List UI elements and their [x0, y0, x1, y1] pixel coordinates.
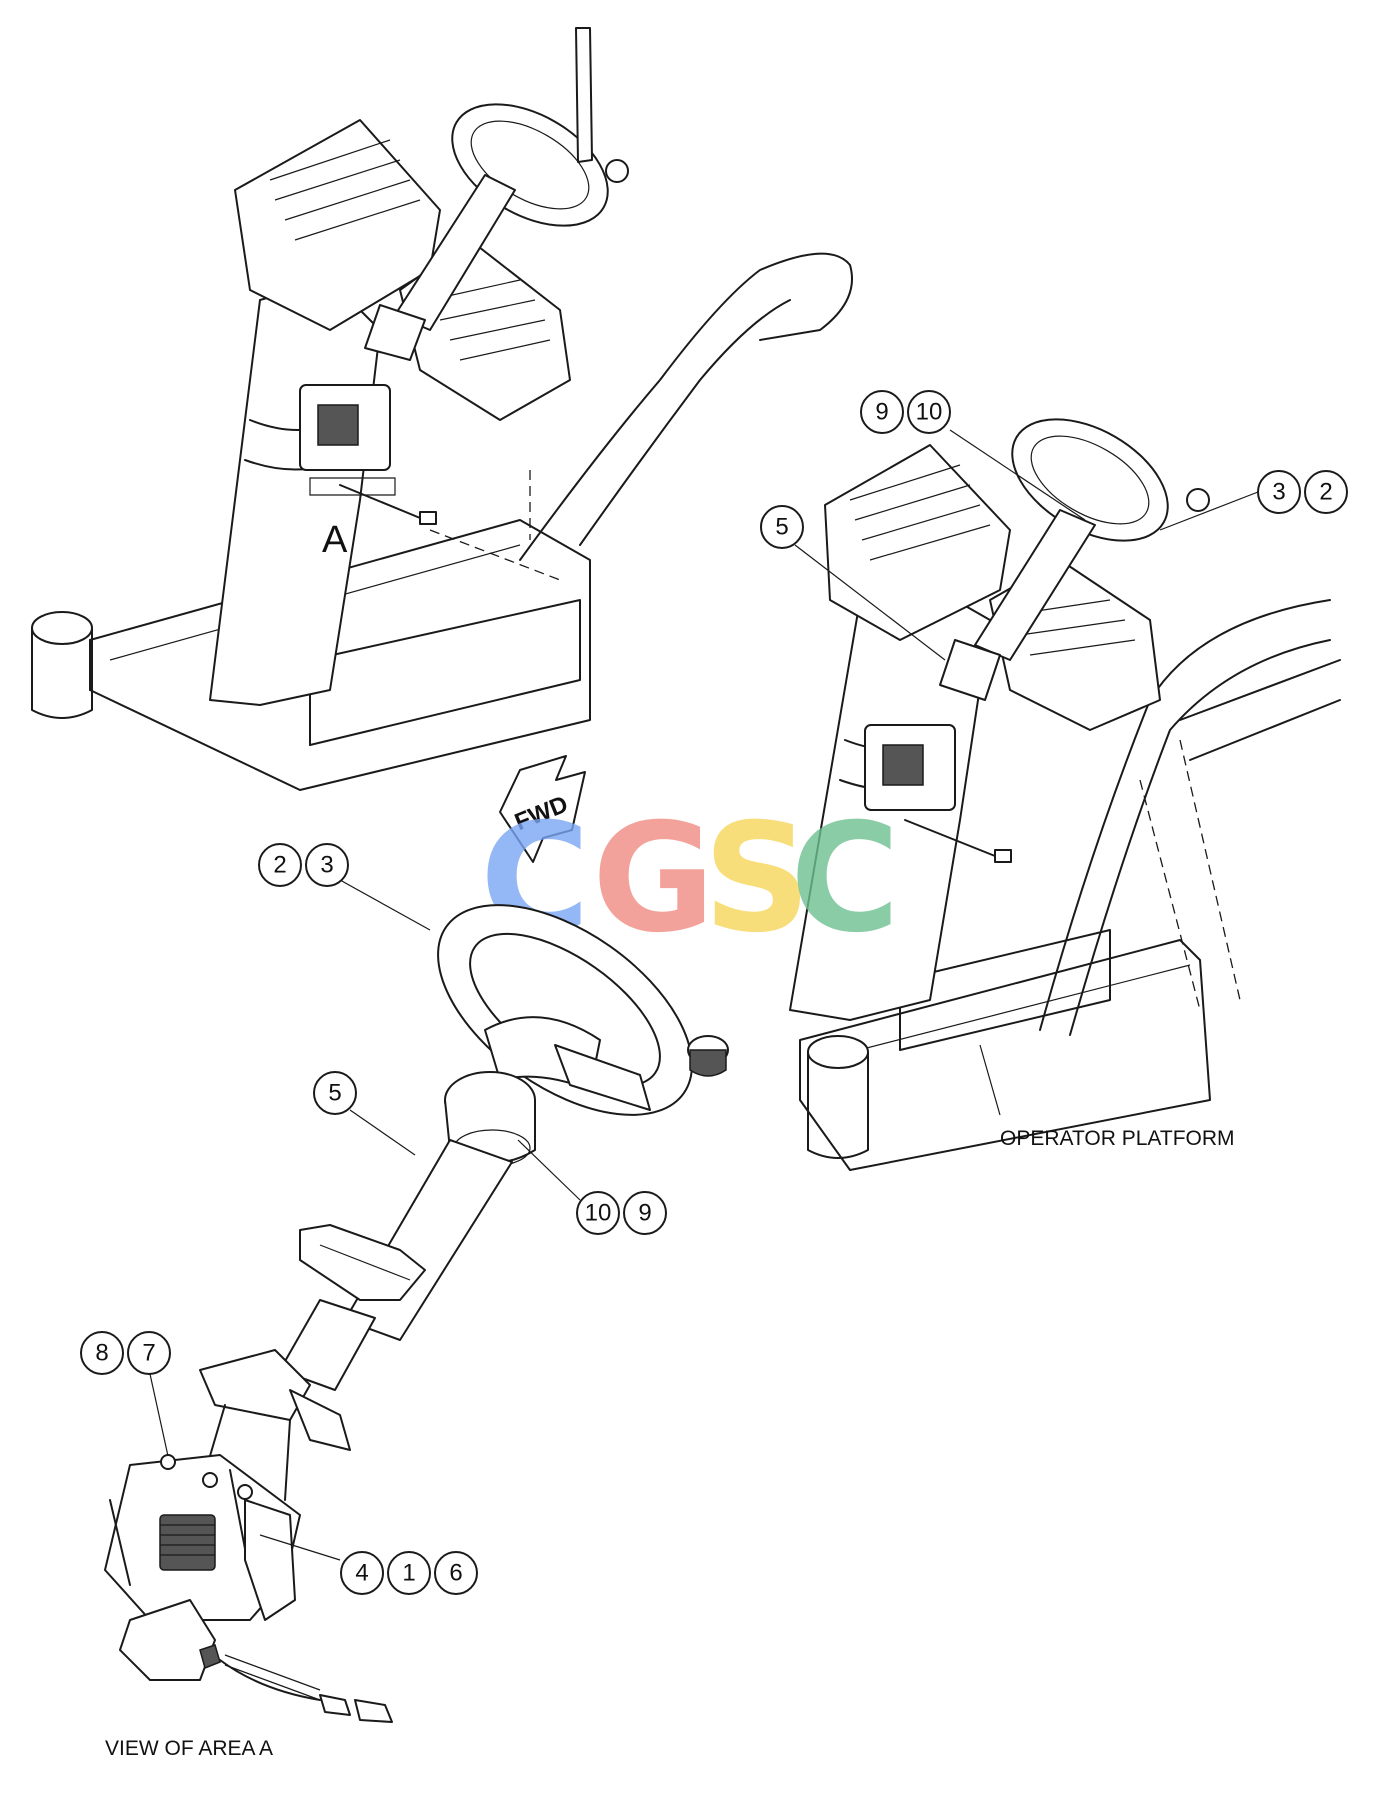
callout-label: 6	[449, 1560, 462, 1587]
operator-platform-caption: OPERATOR PLATFORM	[1000, 1127, 1235, 1150]
callout-label: 4	[355, 1560, 368, 1587]
overview-operator-platform-right: OPERATOR PLATFORM	[789, 418, 1341, 1171]
view-of-area-a-caption: VIEW OF AREA A	[105, 1737, 273, 1760]
callout-label: 9	[638, 1200, 651, 1227]
fwd-arrow: FWD	[499, 755, 586, 863]
watermark-letter: S	[703, 792, 811, 966]
callout-label: 5	[775, 514, 788, 541]
steering-column-detail: VIEW OF AREA A	[104, 904, 729, 1760]
callout-label: 9	[875, 399, 888, 426]
callout-label: 3	[320, 852, 333, 879]
callout-3-2-upper: 3 2	[1159, 470, 1348, 531]
callout-label: 5	[328, 1080, 341, 1107]
callout-label: 7	[142, 1340, 155, 1367]
callout-8-7-detail: 8 7	[80, 1331, 171, 1457]
watermark-letter: G	[592, 792, 715, 966]
callout-label: 10	[585, 1200, 612, 1227]
area-a-marker: A	[322, 519, 348, 561]
callout-4-1-6-detail: 4 1 6	[259, 1534, 478, 1595]
callout-label: 8	[95, 1340, 108, 1367]
overview-operator-station-left: A	[31, 27, 853, 791]
callout-10-9-detail: 10 9	[517, 1139, 667, 1235]
callout-label: 2	[1319, 479, 1332, 506]
callout-label: 3	[1272, 479, 1285, 506]
callout-2-3-detail: 2 3	[258, 843, 431, 931]
callout-label: 10	[916, 399, 943, 426]
callout-5-detail: 5	[313, 1071, 416, 1156]
callout-label: 2	[273, 852, 286, 879]
watermark-letter: C	[790, 792, 900, 966]
callout-label: 1	[402, 1560, 415, 1587]
callout-9-10-upper: 9 10	[860, 390, 1086, 521]
callout-5-upper: 5	[760, 505, 946, 661]
